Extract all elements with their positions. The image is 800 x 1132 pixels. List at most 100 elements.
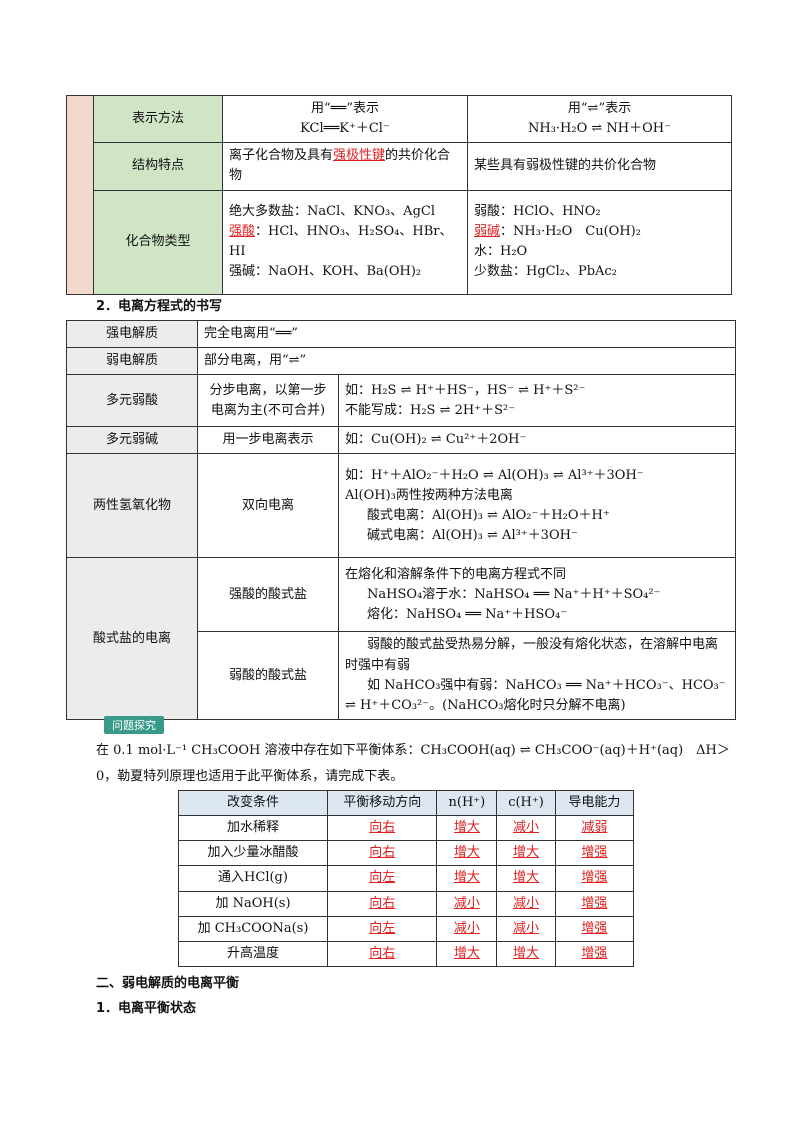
- answer-cell: 向右: [326, 940, 438, 967]
- answer-cell: 减小: [496, 890, 556, 917]
- row-label: 两性氢氧化物: [66, 453, 198, 559]
- answer-text: 增大: [453, 820, 480, 836]
- table-cell: 完全电离用“══”: [197, 319, 736, 349]
- column-header: 平衡移动方向: [326, 789, 438, 817]
- cell-line: 不能写成：H₂S ⇌ 2H⁺＋S²⁻: [345, 402, 516, 418]
- table-cell: 如：H⁺＋AlO₂⁻＋H₂O ⇌ Al(OH)₃ ⇌ Al³⁺＋3OH⁻ Al(…: [338, 453, 736, 559]
- table-cell: 在熔化和溶解条件下的电离方程式不同 NaHSO₄溶于水：NaHSO₄ ══ Na…: [338, 557, 736, 633]
- answer-text: 增大: [453, 870, 480, 886]
- answer-text: 减小: [513, 920, 540, 936]
- cell-text: 离子化合物及具有: [229, 148, 334, 164]
- table-row: 两性氢氧化物 双向电离 如：H⁺＋AlO₂⁻＋H₂O ⇌ Al(OH)₃ ⇌ A…: [66, 453, 736, 559]
- side-strip: [66, 95, 94, 295]
- answer-cell: 向右: [326, 815, 438, 842]
- section-title: 2．电离方程式的书写: [96, 299, 223, 314]
- cell-line: NH₃·H₂O ⇌ NH＋OH⁻: [528, 121, 671, 137]
- answer-text: 增大: [453, 845, 480, 861]
- answer-cell: 增大: [436, 865, 498, 892]
- answer-text: 向右: [369, 895, 396, 911]
- answer-cell: 减弱: [554, 815, 635, 842]
- answer-cell: 减小: [496, 815, 556, 842]
- cell-text: ：HCl、HNO₃、H₂SO₄、HBr、HI: [229, 223, 453, 260]
- row-label: 强电解质: [66, 319, 198, 349]
- answer-text: 向左: [369, 920, 396, 936]
- condition-cell: 加水稀释: [178, 815, 328, 842]
- answer-text: 减小: [453, 920, 480, 936]
- answer-cell: 增大: [436, 815, 498, 842]
- table-cell: 绝大多数盐：NaCl、KNO₃、AgCl 强酸：HCl、HNO₃、H₂SO₄、H…: [222, 189, 468, 295]
- column-header: 导电能力: [554, 789, 635, 817]
- table-row: 多元弱酸 分步电离，以第一步电离为主(不可合并) 如：H₂S ⇌ H⁺＋HS⁻，…: [66, 374, 736, 428]
- answer-text: 增大: [513, 870, 540, 886]
- answer-cell: 向右: [326, 890, 438, 917]
- answer-text: 增强: [581, 945, 608, 961]
- cell-line: NaHSO₄溶于水：NaHSO₄ ══ Na⁺＋H⁺＋SO₄²⁻: [367, 586, 661, 602]
- question-text: 在 0.1 mol·L⁻¹ CH₃COOH 溶液中存在如下平衡体系：CH₃COO…: [96, 743, 730, 784]
- table-row: 弱酸的酸式盐 弱酸的酸式盐受热易分解，一般没有熔化状态，在溶解中电离时强中有弱 …: [67, 631, 736, 720]
- row-label: 酸式盐的电离: [66, 557, 198, 720]
- cell-line: 酸式电离：Al(OH)₃ ⇌ AlO₂⁻＋H₂O＋H⁺: [367, 507, 610, 523]
- answer-cell: 增强: [554, 840, 635, 867]
- answer-text: 减小: [513, 820, 540, 836]
- cell-line: 水：H₂O: [474, 244, 528, 260]
- answer-cell: 向左: [326, 915, 438, 942]
- subsection-title: 1．电离平衡状态: [96, 1001, 197, 1016]
- table-row: 强电解质 完全电离用“══”: [66, 319, 736, 349]
- answer-text: 弱碱: [474, 223, 501, 239]
- answer-text: 增强: [581, 895, 608, 911]
- answer-text: 向右: [369, 820, 396, 836]
- ionization-equation-table: 强电解质 完全电离用“══” 弱电解质 部分电离，用“⇌” 多元弱酸 分步电离，…: [66, 319, 736, 720]
- table-row: 结构特点 离子化合物及具有强极性键的共价化合物 某些具有弱极性键的共价化合物: [67, 142, 732, 191]
- answer-text: 减小: [513, 895, 540, 911]
- row-label: 表示方法: [93, 94, 223, 144]
- answer-text: 增强: [581, 920, 608, 936]
- answer-text: 增大: [513, 845, 540, 861]
- condition-cell: 升高温度: [178, 940, 328, 967]
- answer-text: 强酸: [229, 223, 256, 239]
- cell-line: Al(OH)₃两性按两种方法电离: [345, 487, 513, 503]
- condition-cell: 加入少量冰醋酸: [178, 840, 328, 867]
- answer-cell: 增强: [554, 865, 635, 892]
- answer-cell: 向左: [326, 865, 438, 892]
- table-cell: 某些具有弱极性键的共价化合物: [467, 142, 732, 191]
- column-header: n(H⁺): [436, 789, 498, 817]
- table-cell: 弱酸的酸式盐受热易分解，一般没有熔化状态，在溶解中电离时强中有弱 如 NaHCO…: [338, 631, 736, 720]
- table-row: 化合物类型 绝大多数盐：NaCl、KNO₃、AgCl 强酸：HCl、HNO₃、H…: [67, 189, 732, 295]
- table-cell: 部分电离，用“⇌”: [197, 347, 736, 376]
- cell-text: 的共价化合物: [229, 148, 451, 184]
- cell-line: 绝大多数盐：NaCl、KNO₃、AgCl: [229, 203, 436, 219]
- table-cell: 弱酸的酸式盐: [197, 631, 339, 720]
- cell-line: 弱酸的酸式盐受热易分解，一般没有熔化状态，在溶解中电离时强中有弱: [345, 637, 719, 673]
- row-label: 多元弱碱: [66, 426, 198, 455]
- answer-cell: 增强: [554, 890, 635, 917]
- answer-cell: 增大: [436, 940, 498, 967]
- row-label: 多元弱酸: [66, 374, 198, 428]
- column-header: c(H⁺): [496, 789, 556, 817]
- table-cell: 双向电离: [197, 453, 339, 559]
- answer-text: 向右: [369, 845, 396, 861]
- table-row: 升高温度向右增大增大增强: [178, 940, 635, 967]
- answer-cell: 增大: [436, 840, 498, 867]
- cell-line: 碱式电离：Al(OH)₃ ⇌ Al³⁺＋3OH⁻: [367, 528, 578, 544]
- table-cell: 强酸的酸式盐: [197, 557, 339, 633]
- answer-cell: 增大: [496, 940, 556, 967]
- answer-text: 增大: [513, 945, 540, 961]
- table-row: 酸式盐的电离 强酸的酸式盐 在熔化和溶解条件下的电离方程式不同 NaHSO₄溶于…: [66, 557, 736, 720]
- answer-text: 向左: [369, 870, 396, 886]
- table-row: 加水稀释 向右 增大 减小减弱: [178, 815, 635, 842]
- cell-line: 熔化：NaHSO₄ ══ Na⁺＋HSO₄⁻: [367, 606, 568, 622]
- answer-cell: 向右: [326, 840, 438, 867]
- condition-cell: 加 NaOH(s): [178, 890, 328, 917]
- cell-text: ：NH₃·H₂O Cu(OH)₂: [500, 223, 641, 239]
- answer-text: 增大: [453, 945, 480, 961]
- answer-text: 增强: [581, 870, 608, 886]
- table-row: 表示方法 用“══”表示 KCl══K⁺＋Cl⁻ 用“⇌”表示 NH₃·H₂O …: [66, 94, 732, 295]
- cell-line: 强酸：HCl、HNO₃、H₂SO₄、HBr、HI: [229, 222, 461, 262]
- cell-line: 强碱：NaOH、KOH、Ba(OH)₂: [229, 264, 422, 280]
- table-body: 加水稀释向右增大减小减弱加入少量冰醋酸向右增大增大增强通入HCl(g)向左增大增…: [178, 815, 635, 967]
- answer-text: 减小: [453, 895, 480, 911]
- answer-cell: 减小: [436, 890, 498, 917]
- cell-line: 如 NaHCO₃强中有弱：NaHCO₃ ══ Na⁺＋HCO₃⁻、HCO₃⁻ ⇌…: [345, 677, 726, 713]
